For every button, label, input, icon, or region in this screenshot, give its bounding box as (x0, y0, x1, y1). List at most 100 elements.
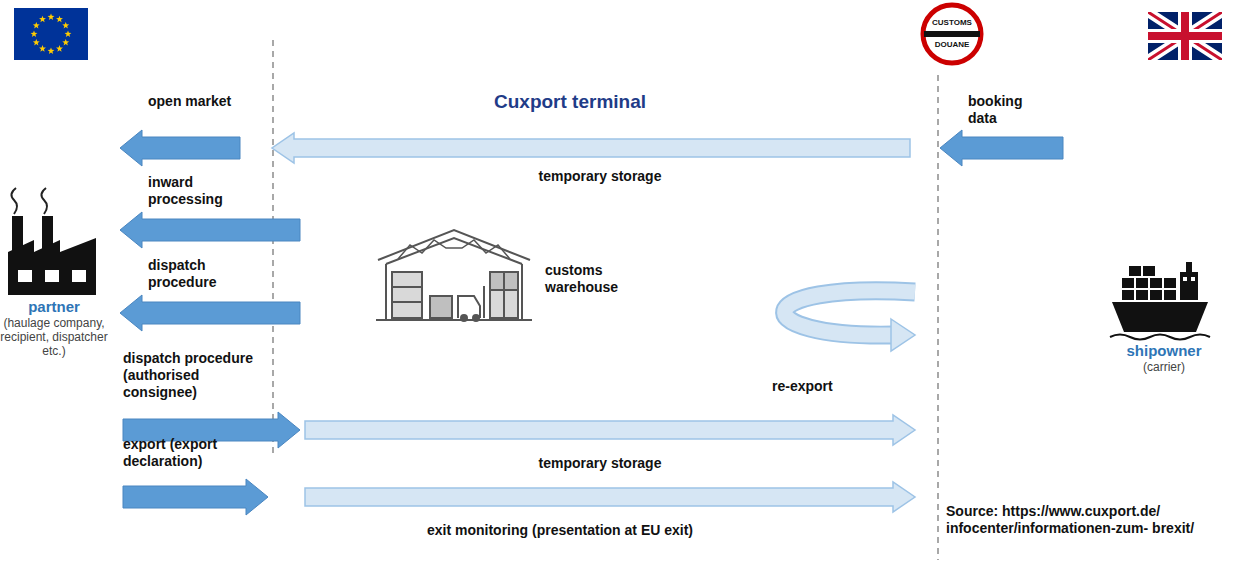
uk-flag (1148, 12, 1222, 60)
label-text: exit monitoring (presentation at EU exit… (427, 522, 693, 538)
factory-icon (11, 188, 17, 214)
node-text: (carrier) (1108, 360, 1220, 374)
eu-flag (33, 22, 40, 29)
label-text: Source: https://www.cuxport.de/ infocent… (946, 503, 1194, 536)
eu-flag (56, 45, 63, 52)
ship-icon (1143, 266, 1155, 276)
label-text: inward processing (148, 174, 223, 207)
eu-flag (48, 13, 55, 20)
re-export-arrow (891, 319, 915, 351)
flow-arrow (123, 479, 268, 515)
warehouse-icon (430, 296, 452, 318)
uk-flag (1148, 12, 1222, 60)
ship-icon (1186, 262, 1192, 272)
node-heading: shipowner (1108, 342, 1220, 360)
warehouse-icon (376, 319, 532, 321)
flow-label: re-export (772, 378, 872, 395)
ship-icon (1164, 290, 1176, 300)
factory-icon (45, 270, 59, 282)
eu-flag (65, 30, 72, 37)
node-text: (haulage company, recipient, dispatcher … (0, 316, 108, 358)
ship-icon (1129, 266, 1141, 276)
label-text: customs warehouse (545, 262, 618, 295)
warehouse-icon (521, 264, 523, 320)
eu-flag (31, 30, 38, 37)
flow-arrow-light (272, 133, 915, 512)
uk-flag (1148, 12, 1222, 60)
ship-icon (1110, 262, 1210, 340)
flow-label: Source: https://www.cuxport.de/ infocent… (946, 503, 1231, 537)
warehouse-icon (386, 238, 522, 264)
warehouse-icon (392, 286, 422, 288)
warehouse-icon (458, 286, 484, 318)
ship-icon (1122, 290, 1134, 300)
warehouse-icon (392, 301, 422, 303)
uk-flag (1148, 12, 1222, 60)
node-heading: partner (0, 298, 108, 316)
flow-arrow (940, 130, 1063, 166)
ship-icon (1150, 290, 1162, 300)
flow-arrow-light (305, 482, 915, 512)
eu-flag (56, 16, 63, 23)
actor-node: shipowner(carrier) (1108, 342, 1220, 374)
uk-flag (1148, 12, 1222, 60)
uk-flag (1148, 12, 1222, 60)
factory-icon (18, 270, 32, 282)
label-text: open market (148, 93, 231, 109)
flow-label: dispatch procedure (148, 257, 248, 291)
label-text: dispatch procedure (authorised consignee… (123, 350, 253, 400)
eu-flag (39, 45, 46, 52)
node-text: DOUANE (920, 40, 984, 50)
flow-arrow-light (272, 133, 910, 163)
ship-icon (1136, 290, 1148, 300)
warehouse-icon (398, 240, 510, 259)
flow-label: open market (148, 93, 233, 110)
border-line (272, 40, 274, 455)
label-text: dispatch procedure (148, 257, 216, 290)
warehouse-icon (461, 315, 467, 321)
flow-label: export (export declaration) (123, 436, 263, 470)
flow-label: temporary storage (500, 168, 700, 185)
warehouse-icon (503, 272, 505, 318)
eu-flag (14, 8, 88, 60)
customs-sign: CUSTOMS DOUANE (920, 2, 984, 66)
ship-icon (1136, 278, 1148, 288)
eu-flag (48, 47, 55, 54)
flow-label: booking data (968, 93, 1053, 127)
label-text: export (export declaration) (123, 436, 217, 469)
label-text: temporary storage (539, 455, 662, 471)
warehouse-icon (392, 272, 422, 318)
ship-icon (1122, 278, 1134, 288)
factory-icon (8, 238, 96, 295)
flow-label: exit monitoring (presentation at EU exit… (330, 522, 790, 539)
border-line (273, 40, 938, 560)
flow-label: inward processing (148, 174, 248, 208)
flow-label: customs warehouse (545, 262, 645, 296)
warehouse-icon (376, 230, 532, 321)
terminal-title: Cuxport terminal (480, 91, 660, 113)
ship-icon (1183, 277, 1187, 281)
ship-icon (1150, 278, 1162, 288)
ship-icon (1164, 278, 1176, 288)
flow-arrow (120, 295, 300, 331)
customs-sign-shape (924, 31, 980, 37)
eu-flag (33, 39, 40, 46)
warehouse-icon (473, 315, 479, 321)
eu-flag (62, 22, 69, 29)
eu-flag (14, 8, 88, 60)
flow-arrow-light (305, 415, 915, 445)
ship-icon (1180, 272, 1198, 300)
ship-icon (1112, 302, 1208, 332)
label-text: temporary storage (539, 168, 662, 184)
flow-label: temporary storage (500, 455, 700, 472)
label-text: booking data (968, 93, 1022, 126)
node-heading: CUSTOMS (920, 18, 984, 28)
factory-icon (41, 188, 47, 214)
label-text: re-export (772, 378, 833, 394)
flow-arrow (120, 212, 300, 248)
eu-flag (62, 39, 69, 46)
border-line (937, 75, 939, 560)
warehouse-icon (385, 264, 387, 320)
ship-icon (1191, 277, 1195, 281)
ship-icon (1110, 335, 1210, 340)
